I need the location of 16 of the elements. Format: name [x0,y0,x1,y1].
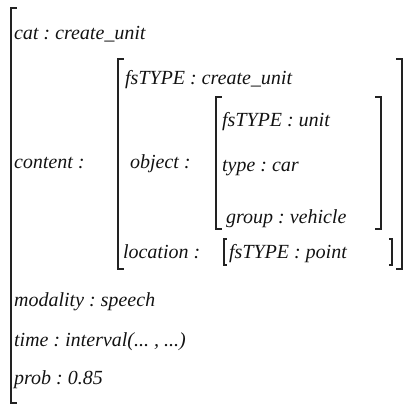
feature-matrix [223,238,393,266]
feature-text: group : vehicle [226,205,346,229]
feature-text: fsTYPE : unit [222,108,330,132]
feature-text: fsTYPE : point [229,240,347,264]
feature-text: cat : create_unit [14,21,146,45]
feature-text: object : [130,150,191,174]
feature-matrix [215,96,382,230]
feature-text: type : car [222,153,299,177]
feature-matrix [117,58,403,270]
feature-text: location : [123,240,200,264]
feature-text: modality : speech [14,288,156,312]
feature-text: time : interval(... , ...) [14,328,186,352]
feature-text: prob : 0.85 [14,366,103,390]
feature-matrix [10,7,406,404]
feature-text: content : [14,150,85,174]
feature-text: fsTYPE : create_unit [125,66,292,90]
